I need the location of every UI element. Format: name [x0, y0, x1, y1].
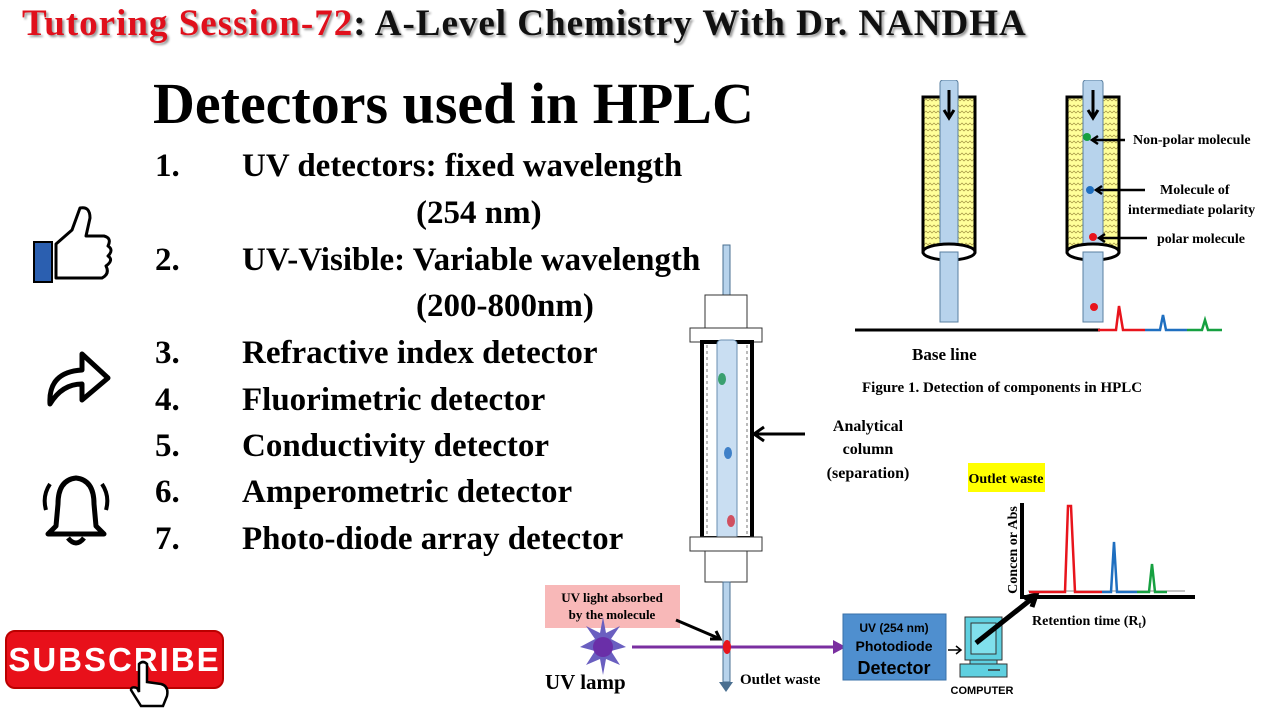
share-icon[interactable] [42, 346, 112, 410]
red-peak-main [1029, 504, 1102, 594]
figure-1-column-separation: Non-polar molecule Molecule of intermedi… [855, 80, 1255, 396]
svg-text:Detector: Detector [857, 658, 930, 678]
uv-lamp-label: UV lamp [545, 670, 626, 694]
arrow-icon [1089, 134, 1125, 146]
column-label: column [843, 441, 894, 458]
outlet-waste-label: Outlet waste [740, 672, 821, 688]
outlet-waste-tag [968, 463, 1045, 492]
chromatogram [1020, 503, 1195, 599]
video-title: Tutoring Session-72: A-Level Chemistry W… [22, 2, 1027, 45]
thumbs-up-icon[interactable] [30, 200, 115, 288]
loaded-column [1065, 80, 1147, 323]
list-number: 7. [155, 521, 180, 557]
list-item: Conductivity detector [242, 428, 550, 464]
hand-cursor-icon [129, 660, 169, 708]
blue-peak [1145, 314, 1187, 332]
session-label: Tutoring Session-72 [22, 3, 354, 44]
slide-heading: Detectors used in HPLC [153, 71, 754, 136]
chart-y-label: Concen or Abs [1006, 506, 1021, 594]
eluted-polar-dot [1090, 303, 1098, 311]
intermediate-label: intermediate polarity [1128, 203, 1255, 218]
polar-label: polar molecule [1157, 232, 1245, 247]
detector-box [842, 613, 947, 681]
bell-icon[interactable] [38, 470, 114, 550]
computer-label: COMPUTER [951, 685, 1014, 697]
figure-caption: Figure 1. Detection of components in HPL… [862, 380, 1142, 396]
inlet-tube [722, 244, 731, 301]
list-item-sub: (200-800nm) [416, 288, 594, 324]
column-label: (separation) [827, 465, 910, 482]
empty-column [921, 80, 977, 323]
list-item: UV detectors: fixed wavelength [242, 148, 683, 184]
subscribe-label: SUBSCRIBE [8, 641, 221, 678]
uv-absorbed-box [545, 585, 680, 628]
list-number: 2. [155, 242, 180, 278]
list-item-sub: (254 nm) [416, 195, 542, 231]
svg-text:UV (254 nm): UV (254 nm) [859, 621, 928, 635]
list-item: Refractive index detector [242, 335, 598, 371]
red-peak [1098, 305, 1145, 332]
list-item: UV-Visible: Variable wavelength [242, 242, 701, 278]
arrow-icon [751, 425, 805, 443]
svg-text:by the molecule: by the molecule [569, 607, 656, 622]
svg-text:Photodiode: Photodiode [856, 638, 933, 654]
list-number: 1. [155, 148, 180, 184]
green-peak [1137, 563, 1167, 594]
arrow-icon [1093, 184, 1145, 196]
list-item: Photo-diode array detector [242, 521, 624, 557]
column-label: Analytical [833, 418, 904, 435]
nonpolar-label: Non-polar molecule [1133, 133, 1251, 148]
list-number: 6. [155, 474, 180, 510]
chart-x-label: Retention time (Rt) [1032, 614, 1147, 630]
arrow-icon [675, 618, 723, 641]
list-item: Amperometric detector [242, 474, 573, 510]
list-number: 3. [155, 335, 180, 371]
list-number: 4. [155, 382, 180, 418]
arrow-icon [1096, 232, 1147, 244]
svg-text:UV light absorbed: UV light absorbed [561, 590, 663, 605]
absorbing-molecule [723, 640, 731, 654]
list-number: 5. [155, 428, 180, 464]
uv-lamp-icon [580, 617, 626, 675]
subscribe-button[interactable]: SUBSCRIBE [5, 630, 224, 689]
svg-text:Outlet waste: Outlet waste [968, 472, 1043, 487]
course-label: : A-Level Chemistry With Dr. NANDHA [353, 3, 1027, 44]
bottom-fitting [704, 550, 748, 583]
intermediate-dot [1086, 186, 1094, 194]
nonpolar-dot [1083, 133, 1091, 141]
green-peak [1187, 315, 1222, 332]
list-item: Fluorimetric detector [242, 382, 546, 418]
blue-peak [1102, 541, 1137, 594]
intermediate-label: Molecule of [1160, 183, 1230, 198]
hplc-apparatus: Analytical column (separation) UV light … [545, 244, 1195, 697]
baseline-label: Base line [912, 345, 977, 364]
polar-dot [1089, 233, 1097, 241]
outlet-tube [722, 581, 731, 683]
